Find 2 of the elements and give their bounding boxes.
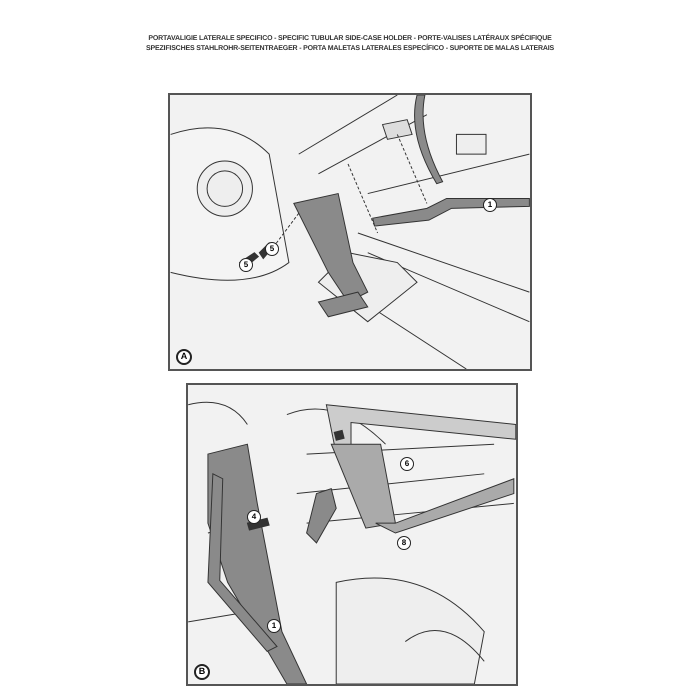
panel-letter: A — [176, 349, 192, 365]
panel-letter: B — [194, 664, 210, 680]
